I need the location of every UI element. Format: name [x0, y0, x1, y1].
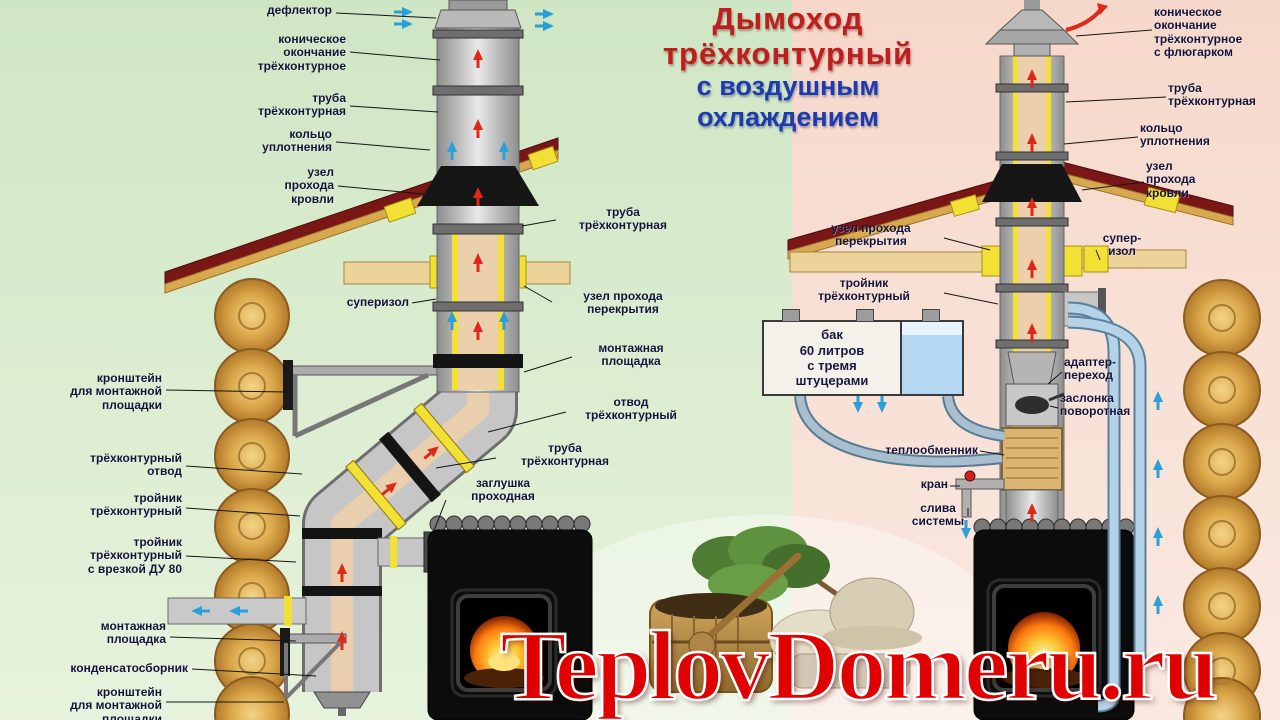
diagram-label: коническое окончание трёхконтурное с флю… — [1154, 5, 1243, 60]
diagram-label: заслонка поворотная — [1060, 391, 1131, 419]
tank-water-level — [900, 322, 962, 394]
diagram-label: узел прохода перекрытия — [583, 289, 663, 317]
diagram-label: трёхконтурный отвод — [90, 451, 182, 479]
water-tank: бак 60 литров с тремя штуцерами — [762, 309, 964, 396]
diagram-label: тройник трёхконтурный — [90, 491, 182, 519]
diagram-label: тройник трёхконтурный — [818, 276, 910, 304]
wooden-tub — [649, 552, 802, 693]
diagram-label: монтажная площадка — [598, 341, 664, 369]
diagram-label: узел прохода перекрытия — [831, 221, 911, 249]
diagram-label: монтажная площадка — [100, 619, 166, 647]
diagram-label: кольцо уплотнения — [1140, 121, 1210, 149]
tank-label: бак 60 литров с тремя штуцерами — [795, 327, 869, 389]
diagram-label: труба трёхконтурная — [1168, 81, 1256, 109]
adapter — [1007, 351, 1057, 385]
title-line-1: Дымоход — [712, 1, 864, 36]
bath-accessories — [649, 526, 922, 693]
tank-hoses — [794, 395, 1005, 468]
diagram-label: супер- изол — [1102, 231, 1142, 259]
diagram-label: тройник трёхконтурный с врезкой ДУ 80 — [87, 535, 182, 576]
diagram-label: теплообменник — [885, 443, 978, 457]
diagram-label: узел прохода кровли — [284, 165, 334, 206]
right-log-wall — [1183, 279, 1261, 720]
diagram-label: кран — [920, 477, 948, 491]
tank-fitting — [782, 309, 800, 322]
drain-valve — [955, 470, 1005, 518]
left-log-wall — [214, 278, 290, 720]
diagram-label: отвод трёхконтурный — [585, 395, 677, 423]
right-stove — [973, 518, 1135, 720]
cooling-tubes — [1067, 301, 1147, 713]
chimney-cap — [984, 0, 1080, 57]
diagram-label: узел прохода кровли — [1146, 159, 1196, 200]
diagram-label: дефлектор — [266, 3, 332, 17]
diagram-label: адаптер- переход — [1064, 355, 1117, 383]
watermark: TeplovDomeru.ru — [499, 610, 1220, 720]
title-line-4: охлаждением — [697, 102, 879, 133]
felt-hats — [769, 577, 922, 689]
title-line-3: с воздушным — [696, 71, 880, 102]
deflector — [434, 0, 522, 29]
title-line-2: трёхконтурный — [662, 35, 914, 71]
diagram-label: суперизол — [346, 295, 409, 309]
diagram-label: кронштейн для монтажной площадки — [70, 685, 162, 720]
left-stove — [427, 515, 593, 720]
diagram-label: коническое окончание трёхконтурное — [257, 32, 346, 73]
diagram-label: труба трёхконтурная — [521, 441, 609, 469]
poster-title: Дымоход трёхконтурный с воздушным охлажд… — [598, 1, 978, 134]
diagram-label: кольцо уплотнения — [262, 127, 332, 155]
roof-flashing-cone — [417, 166, 539, 206]
tank-fitting — [922, 309, 940, 322]
heat-exchanger — [1001, 427, 1063, 491]
diagram-label: конденсатосборник — [70, 661, 188, 675]
diagram-label: труба трёхконтурная — [579, 205, 667, 233]
diagram-label: кронштейн для монтажной площадки — [70, 371, 162, 412]
roof-flashing-cone — [982, 164, 1082, 202]
diagram-label: заглушка проходная — [471, 476, 535, 504]
rotary-damper — [1005, 383, 1065, 427]
diagram-label: слива системы — [911, 501, 965, 529]
tank-fitting — [856, 309, 874, 322]
diagram-label: труба трёхконтурная — [258, 91, 346, 119]
hot-flow-arrows — [335, 3, 1108, 652]
